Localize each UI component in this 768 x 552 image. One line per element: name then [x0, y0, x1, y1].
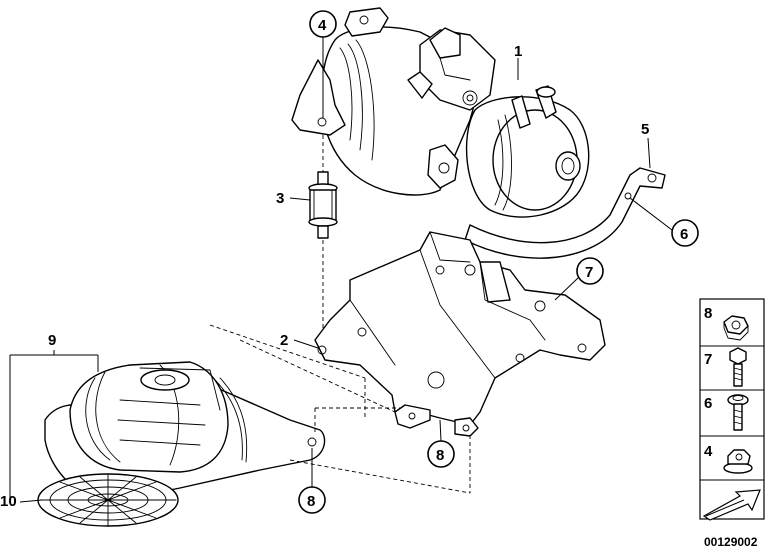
forward-arrow-icon: [702, 489, 761, 521]
callout-9: 9: [48, 332, 56, 349]
fastener-legend: 8 7 6 4: [699, 298, 765, 521]
callout-8-bracket: 8: [436, 447, 444, 464]
legend-label-7: 7: [704, 351, 712, 368]
cooling-fan-housing: [37, 361, 326, 527]
legend-label-8: 8: [704, 305, 712, 322]
callout-7: 7: [585, 264, 593, 281]
callout-1: 1: [514, 43, 522, 60]
flange-nut-icon: [723, 449, 753, 474]
callout-6: 6: [680, 226, 688, 243]
callout-8-fan: 8: [307, 493, 315, 510]
callout-10: 10: [0, 493, 17, 510]
callout-4: 4: [318, 17, 327, 34]
callout-5: 5: [641, 121, 649, 138]
legend-label-4: 4: [704, 443, 713, 460]
reservoir-strap-bracket: [464, 167, 666, 259]
hex-nut-icon: [723, 315, 749, 341]
legend-label-6: 6: [704, 395, 712, 412]
diagram-code: 00129002: [704, 535, 758, 549]
rubber-mount: [308, 171, 338, 239]
callout-2: 2: [280, 332, 288, 349]
callout-3: 3: [276, 190, 284, 207]
hex-bolt-icon: [729, 347, 747, 387]
mounting-bracket: [314, 231, 606, 437]
torx-bolt-icon: [727, 394, 749, 431]
electric-hydraulic-pump: [291, 7, 590, 218]
